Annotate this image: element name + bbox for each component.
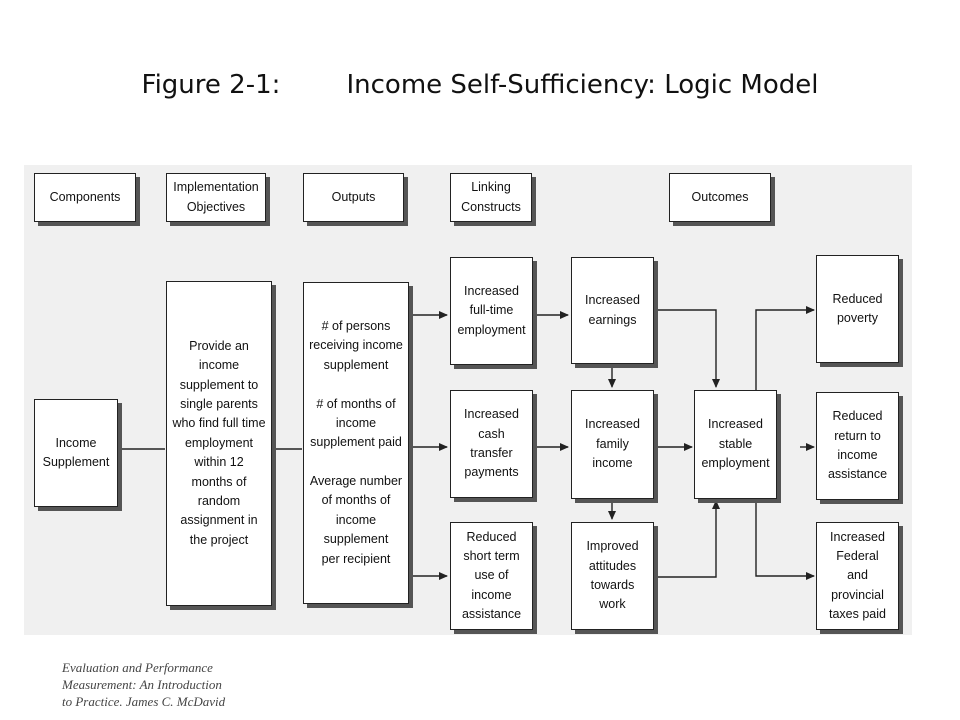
header-linking-constructs: Linking Constructs bbox=[450, 173, 532, 222]
box-improved-attitudes: Improved attitudes towards work bbox=[571, 522, 654, 630]
arrow-stable-to-poverty bbox=[755, 306, 815, 390]
citation: Evaluation and Performance Measurement: … bbox=[62, 660, 226, 709]
box-increased-taxes: Increased Federal and provincial taxes p… bbox=[816, 522, 899, 630]
connector-lines bbox=[121, 306, 815, 580]
box-outputs: # of persons receiving income supplement… bbox=[303, 282, 409, 604]
box-income-supplement: Income Supplement bbox=[34, 399, 118, 507]
box-increased-fulltime-employment: Increased full-time employment bbox=[450, 257, 533, 365]
box-implementation-objective: Provide an income supplement to single p… bbox=[166, 281, 272, 606]
box-increased-earnings: Increased earnings bbox=[571, 257, 654, 364]
logic-model-diagram: Components Implementation Objectives Out… bbox=[24, 165, 912, 635]
arrow-stable-to-taxes bbox=[755, 499, 815, 580]
arrow-earnings-to-stable bbox=[654, 309, 720, 388]
box-increased-cash-transfer: Increased cash transfer payments bbox=[450, 390, 533, 498]
box-reduced-poverty: Reduced poverty bbox=[816, 255, 899, 363]
page-title: Figure 2-1: Income Self-Sufficiency: Log… bbox=[141, 70, 819, 100]
header-implementation-objectives: Implementation Objectives bbox=[166, 173, 266, 222]
header-outcomes: Outcomes bbox=[669, 173, 771, 222]
box-reduced-short-term-assistance: Reduced short term use of income assista… bbox=[450, 522, 533, 630]
box-reduced-return-to-assistance: Reduced return to income assistance bbox=[816, 392, 899, 500]
header-outputs: Outputs bbox=[303, 173, 404, 222]
box-increased-family-income: Increased family income bbox=[571, 390, 654, 499]
box-increased-stable-employment: Increased stable employment bbox=[694, 390, 777, 499]
header-components: Components bbox=[34, 173, 136, 222]
arrow-attitudes-to-stable bbox=[654, 500, 720, 578]
